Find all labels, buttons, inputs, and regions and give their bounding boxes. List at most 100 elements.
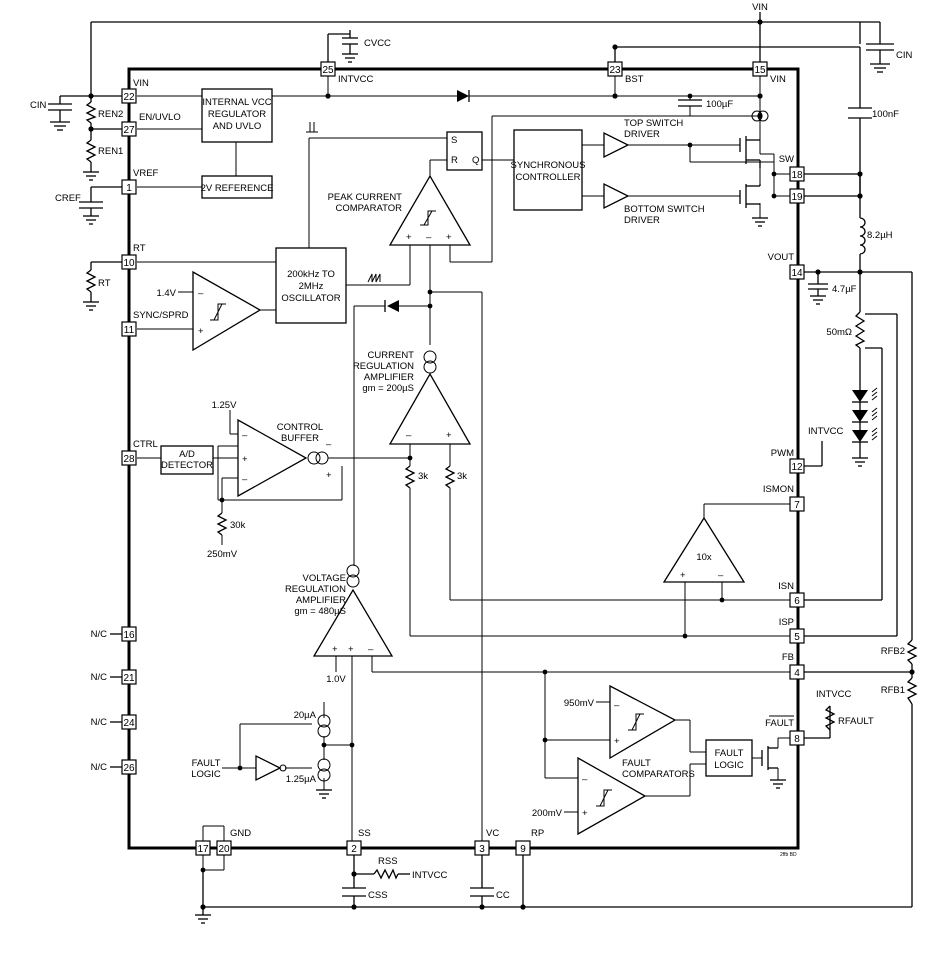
pin-name-gnd: GND: [230, 828, 251, 839]
svg-text:–: –: [198, 288, 204, 299]
css-capacitor: [342, 887, 366, 897]
oscillator-block: [275, 247, 347, 324]
ren2-resistor: [85, 101, 97, 124]
bottom-driver-label-1: BOTTOM SWITCH: [624, 204, 705, 215]
sr-q-label: Q: [472, 155, 479, 166]
ren1-resistor: [85, 139, 97, 163]
regulator-label-1: INTERNAL VCC: [202, 97, 271, 108]
cref-label: CREF: [55, 193, 81, 204]
fault-inverter: [255, 754, 282, 782]
pin-number-11: 11: [124, 325, 135, 336]
fault-logic-label-2: LOGIC: [714, 760, 744, 771]
svg-text:–: –: [368, 644, 374, 655]
sync-ctrl-label-2: CONTROLLER: [516, 172, 581, 183]
pin-name-ctrl: CTRL: [133, 439, 158, 450]
cur-amp-label-3: AMPLIFIER: [364, 372, 414, 383]
pin-number-5: 5: [794, 632, 800, 643]
volt-amp-label-2: REGULATION: [285, 584, 346, 595]
svg-text:+: +: [326, 470, 332, 481]
peak-comp-label-1: PEAK CURRENT: [328, 192, 403, 203]
pin-number-22: 22: [123, 92, 135, 103]
pin-name-pwm: PWM: [771, 448, 794, 459]
ctrl-buffer-label-1: CONTROL: [277, 422, 323, 433]
pin-name-fb: FB: [782, 652, 794, 663]
cvcc-capacitor: [342, 30, 358, 63]
ren1-ground: [83, 171, 99, 181]
pins: [121, 61, 805, 856]
pin-name-rp: RP: [531, 828, 544, 839]
pin-name-vin: VIN: [133, 78, 149, 89]
ad-label-1: A/D: [179, 449, 195, 460]
fault-nmos: [761, 746, 786, 789]
resistor-3k-a: [404, 465, 416, 489]
v1-4-label: 1.4V: [156, 288, 176, 299]
rfb1-label: RFB1: [881, 685, 905, 696]
ismon-amp-label: 10x: [696, 552, 712, 563]
ramp-waveform-icon: [367, 273, 381, 283]
osc-label-2: 2MHz: [299, 281, 324, 292]
cin-top-label: CIN: [896, 50, 913, 61]
cur-amp-label-1: CURRENT: [368, 350, 415, 361]
cin-top-capacitor: [866, 43, 894, 73]
volt-amp-label-3: AMPLIFIER: [296, 595, 346, 606]
pin-name-vin15: VIN: [770, 74, 786, 85]
c100u-label: 100µF: [706, 99, 733, 110]
svg-text:+: +: [614, 736, 620, 747]
external-wiring: [59, 12, 913, 915]
pin-number-18: 18: [791, 170, 803, 181]
pin-number-24: 24: [123, 718, 135, 729]
pin-name-sw: SW: [779, 154, 794, 165]
cc-capacitor: [470, 887, 494, 897]
osc-label-3: OSCILLATOR: [281, 293, 340, 304]
pin-number-8: 8: [794, 734, 800, 745]
v1-0-label: 1.0V: [326, 674, 346, 685]
pin-number-12: 12: [791, 462, 803, 473]
svg-text:–: –: [406, 430, 412, 441]
svg-text:+: +: [446, 232, 452, 243]
fault-logic-label-1: FAULT: [715, 748, 744, 759]
clamp-diode: [384, 300, 399, 312]
ad-label-2: DETECTOR: [161, 460, 213, 471]
pin-number-15: 15: [754, 65, 766, 76]
pin-name-sync: SYNC/SPRD: [133, 310, 189, 321]
resistor-30k: [216, 512, 228, 536]
cc-label: CC: [496, 890, 510, 901]
fault-logic-left-label-2: LOGIC: [191, 769, 221, 780]
rt-label: RT: [98, 278, 111, 289]
cur-amp-label-4: gm = 200µS: [362, 383, 414, 394]
pin-name-intvcc: INTVCC: [338, 74, 374, 85]
fault-comparator-200mv: [577, 756, 647, 836]
sense-resistor: [854, 311, 866, 349]
pin-number-9: 9: [520, 844, 526, 855]
r30k-label: 30k: [230, 520, 246, 531]
pin-name-isn: ISN: [778, 581, 794, 592]
pin-number-16: 16: [123, 630, 135, 641]
bst-current-sense-coil: [751, 110, 769, 122]
pin-name-fault: FAULT: [765, 718, 794, 729]
pin-name-vout: VOUT: [768, 252, 795, 263]
svg-text:+: +: [406, 232, 412, 243]
v950m-label: 950mV: [564, 698, 595, 709]
rt-ground: [83, 301, 99, 311]
cin-left-label: CIN: [30, 100, 47, 111]
pin-number-7: 7: [794, 500, 800, 511]
intvcc-fault-label: INTVCC: [816, 689, 852, 700]
sync-ctrl-label-1: SYNCHRONOUS: [511, 160, 586, 171]
fault-logic-block: [705, 739, 753, 777]
led-string: [852, 387, 878, 450]
reference-block: [201, 175, 273, 199]
rfb2-label: RFB2: [881, 646, 905, 657]
synchronous-controller-block: [513, 129, 583, 211]
resistor-3k-b: [444, 465, 456, 489]
svg-text:–: –: [614, 700, 620, 711]
ss-ground: [316, 789, 332, 799]
pin-name-nc24: N/C: [91, 717, 108, 728]
intvcc-ss-label: INTVCC: [412, 870, 448, 881]
volt-amp-label-4: gm = 480µS: [294, 606, 346, 617]
cvcc-label: CVCC: [364, 38, 391, 49]
fault-comp-label-2: COMPARATORS: [622, 769, 695, 780]
ctrl-buffer-label-2: BUFFER: [281, 433, 319, 444]
v200m-label: 200mV: [532, 808, 563, 819]
sync-comparator: [192, 270, 262, 352]
